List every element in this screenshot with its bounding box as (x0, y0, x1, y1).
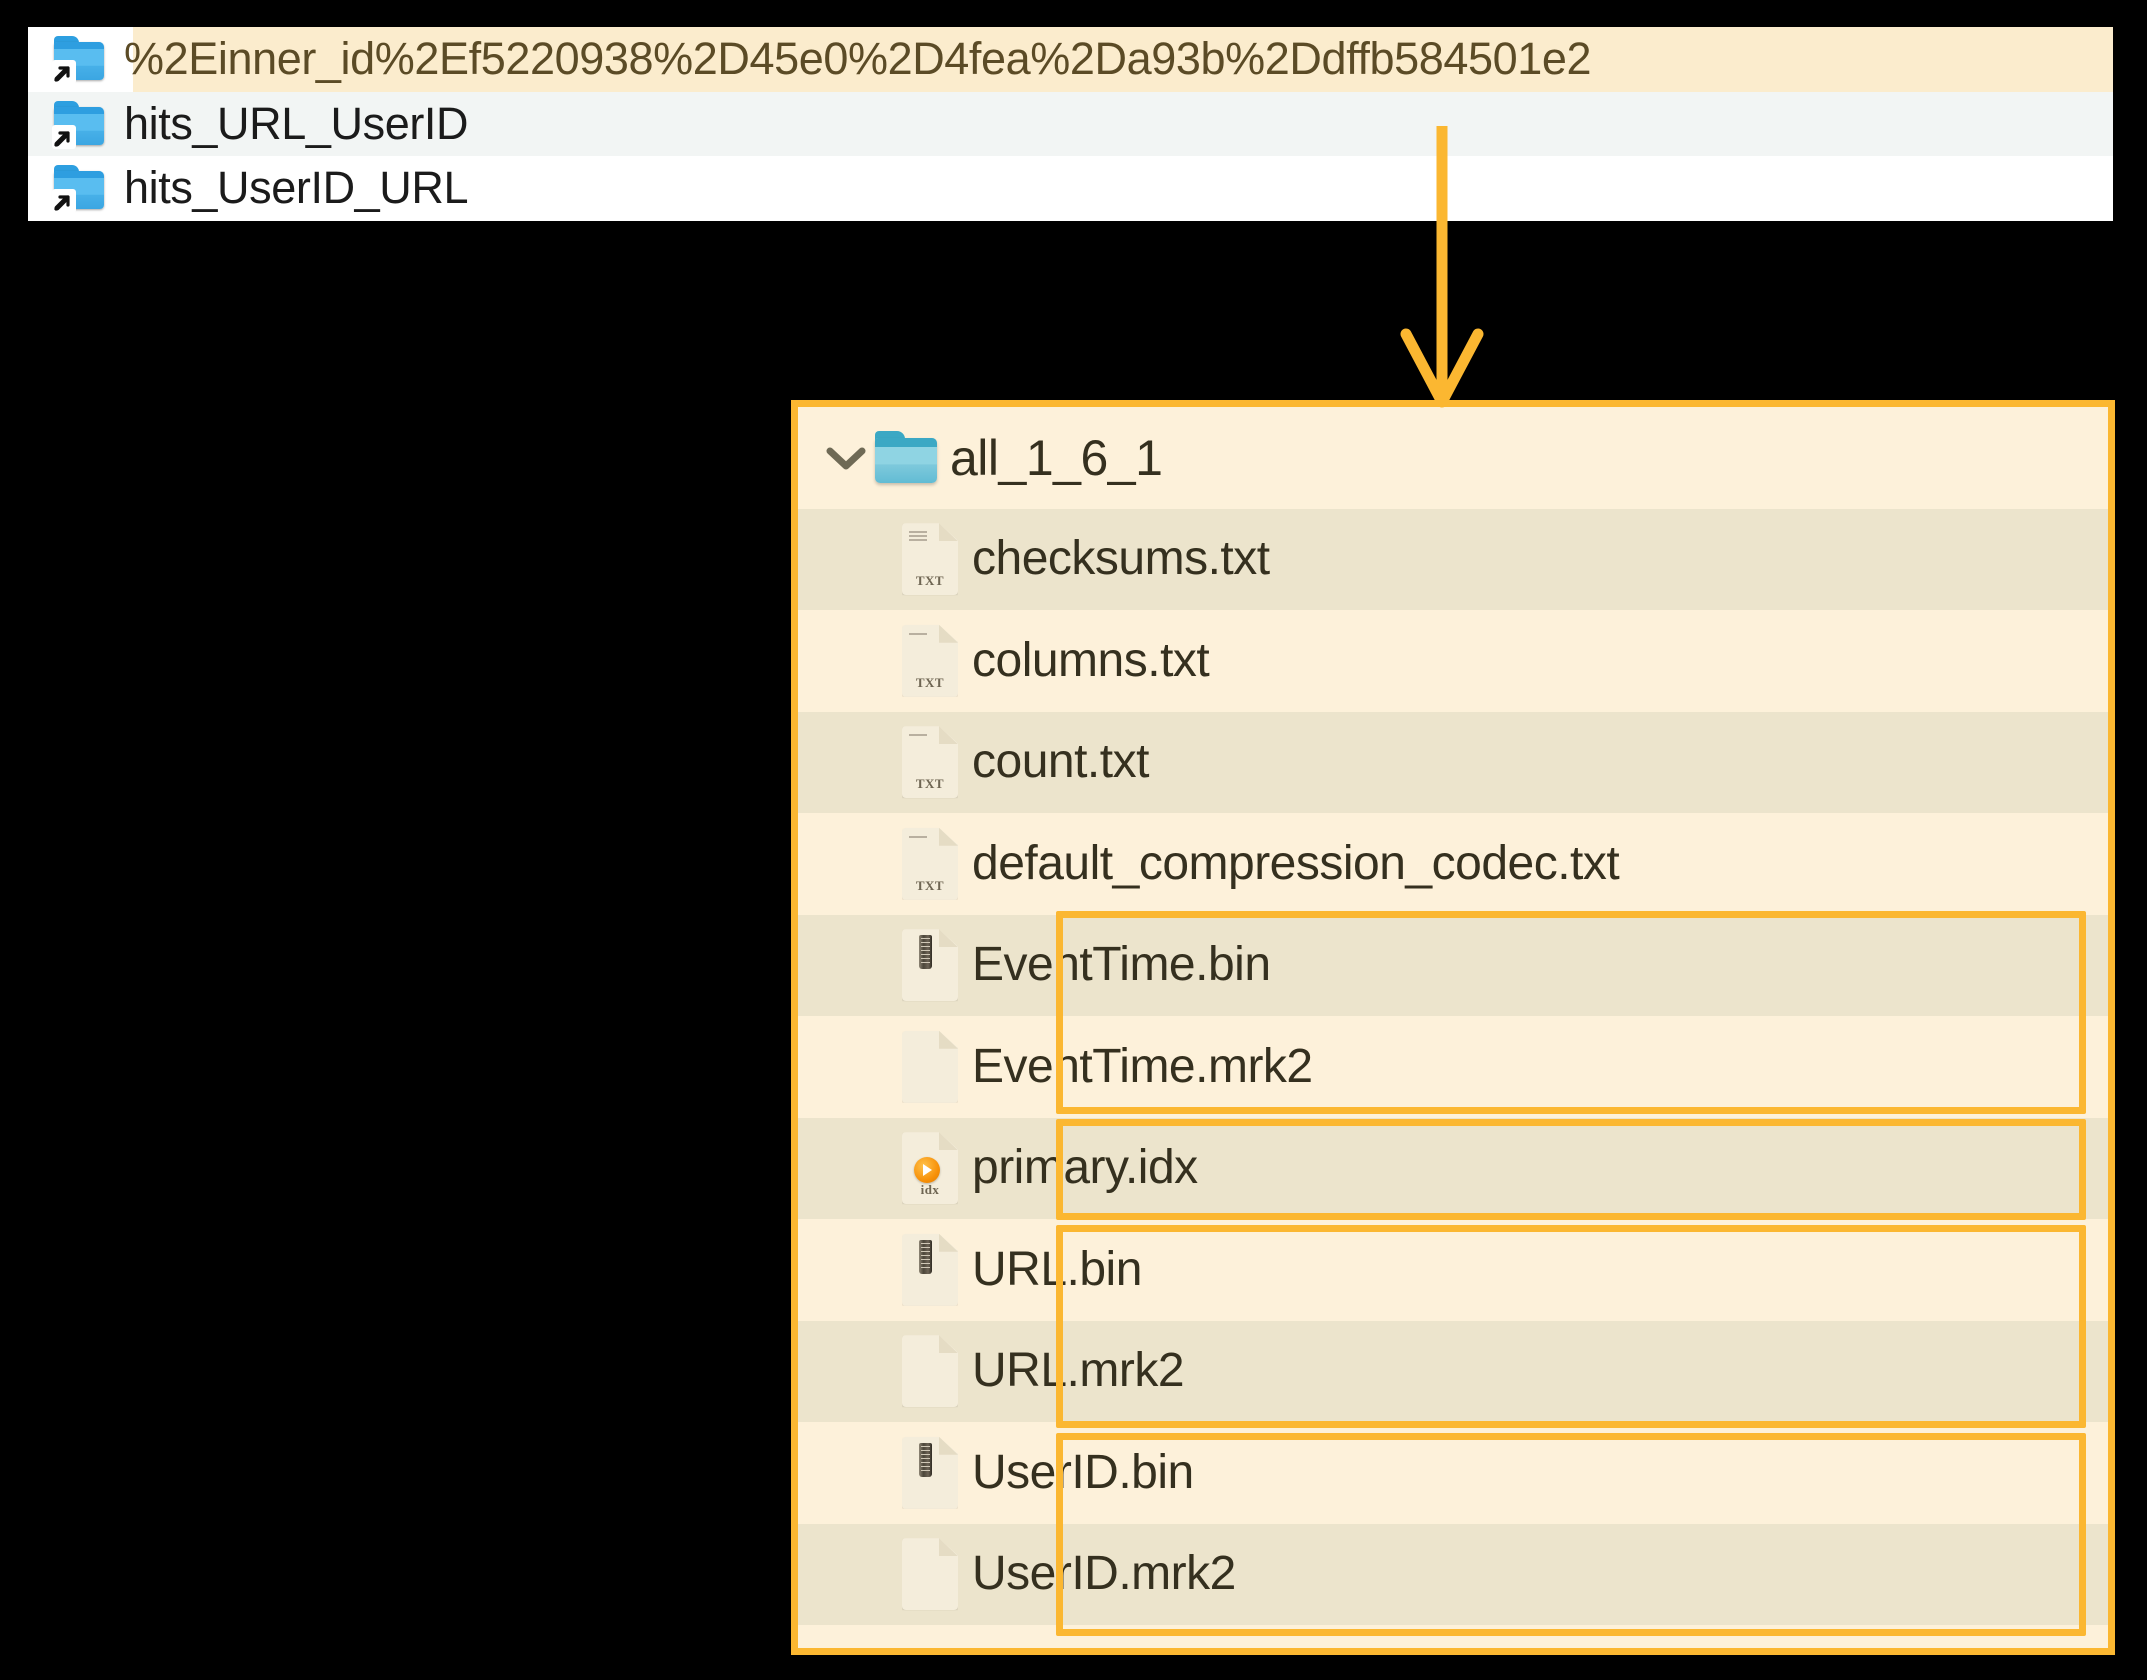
symlink-list-panel: %2Einner_id%2Ef5220938%2D45e0%2D4fea%2Da… (28, 27, 2113, 221)
tree-file-row[interactable]: URL.bin (798, 1219, 2108, 1321)
list-item[interactable]: %2Einner_id%2Ef5220938%2D45e0%2D4fea%2Da… (28, 27, 2113, 92)
tree-file-label: URL.mrk2 (972, 1344, 1185, 1398)
blank-file-icon (902, 1030, 958, 1103)
txt-file-icon: TXT (902, 624, 958, 697)
tree-file-row[interactable]: URL.mrk2 (798, 1320, 2108, 1422)
tree-file-label: UserID.bin (972, 1445, 1194, 1499)
symlink-label: hits_URL_UserID (124, 97, 469, 149)
bin-file-icon (902, 929, 958, 1002)
txt-file-icon: TXT (902, 827, 958, 900)
tree-file-label: default_compression_codec.txt (972, 836, 1620, 890)
tree-file-row[interactable]: EventTime.mrk2 (798, 1016, 2108, 1118)
file-icon-tag: TXT (915, 573, 945, 589)
file-icon-tag: idx (920, 1182, 940, 1198)
blank-file-icon (902, 1538, 958, 1611)
folder-symlink-icon (52, 165, 106, 214)
part-directory-tree-panel: all_1_6_1 TXT checksums.txt TXT columns.… (791, 400, 2115, 1655)
tree-file-row[interactable]: UserID.bin (798, 1422, 2108, 1524)
tree-file-row[interactable]: TXT count.txt (798, 711, 2108, 813)
down-arrow-annotation (1382, 126, 1502, 416)
list-item[interactable]: hits_UserID_URL (28, 156, 2113, 221)
tree-file-label: UserID.mrk2 (972, 1547, 1236, 1601)
txt-file-icon: TXT (902, 523, 958, 596)
file-icon-tag: TXT (915, 776, 945, 792)
tree-file-row[interactable]: EventTime.bin (798, 914, 2108, 1016)
file-icon-tag: TXT (915, 674, 945, 690)
symlink-label: hits_UserID_URL (124, 162, 469, 214)
idx-file-icon: idx (902, 1132, 958, 1205)
txt-file-icon: TXT (902, 726, 958, 799)
blank-file-icon (902, 1335, 958, 1408)
tree-root-row[interactable]: all_1_6_1 (798, 407, 2108, 509)
tree-root-label: all_1_6_1 (950, 429, 1163, 486)
file-icon-tag: TXT (915, 877, 945, 893)
tree-rows: all_1_6_1 TXT checksums.txt TXT columns.… (798, 407, 2108, 1636)
list-item[interactable]: hits_URL_UserID (28, 91, 2113, 157)
symlink-label: %2Einner_id%2Ef5220938%2D45e0%2D4fea%2Da… (124, 33, 1592, 85)
tree-file-label: count.txt (972, 735, 1149, 789)
tree-file-label: EventTime.bin (972, 938, 1271, 992)
bin-file-icon (902, 1233, 958, 1306)
tree-file-label: checksums.txt (972, 532, 1270, 586)
bin-file-icon (902, 1436, 958, 1509)
tree-file-label: primary.idx (972, 1141, 1198, 1195)
row-highlight (133, 27, 2113, 92)
tree-file-row[interactable]: TXT columns.txt (798, 610, 2108, 712)
tree-file-row[interactable]: TXT checksums.txt (798, 508, 2108, 610)
folder-symlink-icon (52, 36, 106, 85)
folder-icon (874, 430, 940, 485)
tree-file-label: URL.bin (972, 1242, 1142, 1296)
tree-file-row[interactable]: idx primary.idx (798, 1117, 2108, 1219)
tree-file-row[interactable]: TXT default_compression_codec.txt (798, 813, 2108, 915)
tree-file-label: columns.txt (972, 633, 1210, 687)
folder-symlink-icon (52, 100, 106, 149)
tree-file-row[interactable]: UserID.mrk2 (798, 1523, 2108, 1625)
tree-file-label: EventTime.mrk2 (972, 1039, 1313, 1093)
chevron-down-icon[interactable] (818, 443, 874, 473)
